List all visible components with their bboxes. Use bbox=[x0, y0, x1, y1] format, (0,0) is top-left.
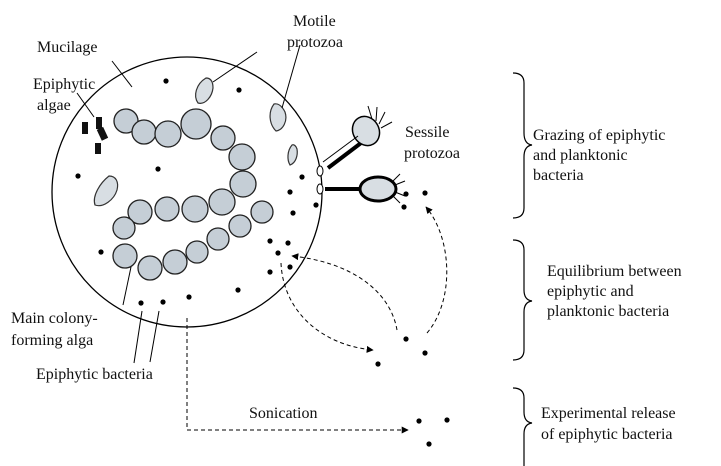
sessile-protozoa-2 bbox=[316, 173, 406, 204]
label-release-1: Experimental release bbox=[541, 405, 676, 422]
label-epiphytic-algae-1: Epiphytic bbox=[33, 76, 95, 93]
label-motile-protozoa-1: Motile bbox=[293, 13, 336, 30]
label-mucilage: Mucilage bbox=[37, 39, 97, 56]
label-release-2: of epiphytic bacteria bbox=[541, 426, 673, 443]
label-epiphytic-bacteria: Epiphytic bacteria bbox=[36, 366, 153, 383]
process-arrows bbox=[186, 206, 448, 434]
label-epiphytic-algae-2: algae bbox=[37, 97, 71, 114]
label-equilibrium-3: planktonic bacteria bbox=[547, 303, 669, 320]
label-sessile-protozoa-1: Sessile bbox=[405, 124, 449, 141]
sessile-protozoa-1 bbox=[316, 105, 393, 177]
bacteria-dots bbox=[75, 78, 450, 447]
label-sonication: Sonication bbox=[249, 405, 317, 422]
label-main-colony-1: Main colony- bbox=[11, 310, 98, 327]
label-grazing-1: Grazing of epiphytic bbox=[533, 127, 665, 144]
label-grazing-3: bacteria bbox=[533, 167, 584, 184]
label-motile-protozoa-2: protozoa bbox=[287, 34, 343, 51]
label-main-colony-2: forming alga bbox=[11, 332, 93, 349]
motile-protozoa-leader bbox=[212, 51, 258, 83]
process-braces bbox=[512, 72, 533, 466]
main-colony-alga-chain bbox=[112, 108, 274, 281]
motile-protozoa-cells bbox=[93, 77, 298, 207]
leader-lines bbox=[76, 44, 359, 364]
label-equilibrium-2: epiphytic and bbox=[547, 283, 634, 300]
mucilage-sphere bbox=[51, 56, 323, 328]
epiphytic-algae-cells bbox=[82, 117, 109, 154]
label-equilibrium-1: Equilibrium between bbox=[547, 263, 682, 280]
label-sessile-protozoa-2: protozoa bbox=[404, 145, 460, 162]
label-grazing-2: and planktonic bbox=[533, 147, 628, 164]
